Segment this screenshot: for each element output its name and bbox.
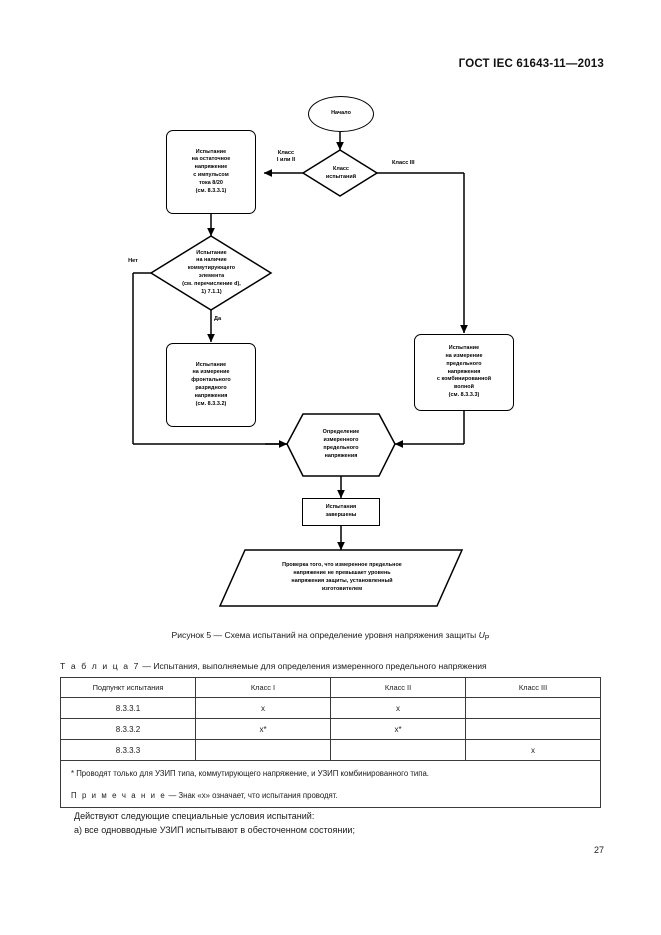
node-verification: Проверка того, что измеренное предельное… — [282, 562, 402, 592]
table-header-class-ii: Класс II — [330, 677, 466, 698]
figure-caption-text: Рисунок 5 — Схема испытаний на определен… — [171, 630, 479, 640]
flowchart-connectors — [132, 132, 468, 607]
edge-label-no: Нет — [128, 258, 138, 264]
cell-subclause: 8.3.3.3 — [60, 739, 196, 761]
edge-label-yes: Да — [214, 316, 222, 322]
body-line-1: Действуют следующие специальные условия … — [74, 811, 315, 821]
cell-class-iii — [465, 718, 601, 740]
cell-class-iii: x — [465, 739, 601, 761]
table-row: 8.3.3.2 x* x* — [60, 718, 601, 740]
table-header-class-i: Класс I — [195, 677, 331, 698]
figure-caption-symbol: U — [478, 630, 485, 640]
table-note-row: П р и м е ч а н и е — Знак «х» означает,… — [60, 784, 601, 808]
cell-class-i: x — [195, 697, 331, 719]
edge-label-class-i-ii: Класс I или II — [276, 150, 296, 164]
node-switching-element-test: Испытание на наличие коммутирующего элем… — [182, 249, 241, 295]
node-determination: Определение измеренного предельного напр… — [322, 429, 360, 459]
cell-class-ii: x* — [330, 718, 466, 740]
body-text: Действуют следующие специальные условия … — [74, 810, 594, 838]
standard-header: ГОСТ IEC 61643-11—2013 — [458, 58, 604, 70]
table-row: 8.3.3.1 x x — [60, 697, 601, 719]
table-note-text: — Знак «х» означает, что испытания прово… — [166, 790, 338, 800]
decision-class-shape — [301, 149, 379, 197]
table-footnote: * Проводят только для УЗИП типа, коммути… — [60, 760, 601, 784]
cell-class-ii — [330, 739, 466, 761]
flowchart-figure: Начало Класс испытаний Испытание на оста… — [0, 88, 661, 628]
body-line-2: а) все одновводные УЗИП испытывают в обе… — [74, 824, 355, 835]
node-residual-voltage-test: Испытание на остаточное напряжение с имп… — [166, 130, 256, 214]
cell-class-i — [195, 739, 331, 761]
determination-hexagon-shape — [286, 413, 396, 477]
figure-caption: Рисунок 5 — Схема испытаний на определен… — [0, 630, 661, 642]
node-start: Начало — [308, 96, 374, 132]
table-header-subclause: Подпункт испытания — [60, 677, 196, 698]
verification-parallelogram-shape — [218, 549, 464, 607]
node-front-discharge-test: Испытание на измерение фронтального разр… — [166, 343, 256, 427]
table-footnote-row: * Проводят только для УЗИП типа, коммути… — [60, 760, 601, 784]
node-combination-wave-test: Испытание на измерение предельного напря… — [414, 334, 514, 411]
cell-subclause: 8.3.3.2 — [60, 718, 196, 740]
cell-class-iii — [465, 697, 601, 719]
cell-class-i: x* — [195, 718, 331, 740]
table-caption-text: — Испытания, выполняемые для определения… — [139, 661, 487, 671]
cell-subclause: 8.3.3.1 — [60, 697, 196, 719]
table-header-class-iii: Класс III — [465, 677, 601, 698]
figure-caption-subscript: P — [484, 635, 490, 642]
edge-label-class-iii: Класс III — [392, 160, 415, 166]
node-decision-class: Класс испытаний — [325, 166, 357, 180]
table-caption-label: Т а б л и ц а 7 — [60, 661, 140, 671]
table-note: П р и м е ч а н и е — Знак «х» означает,… — [60, 784, 601, 808]
table-7: Подпункт испытания Класс I Класс II Клас… — [60, 677, 601, 808]
decision-switching-element-shape — [149, 235, 273, 311]
table-caption: Т а б л и ц а 7 — Испытания, выполняемые… — [60, 661, 487, 671]
cell-class-ii: x — [330, 697, 466, 719]
table-header-row: Подпункт испытания Класс I Класс II Клас… — [60, 677, 601, 698]
node-tests-complete: Испытания завершены — [302, 498, 380, 526]
table-note-label: П р и м е ч а н и е — [71, 790, 167, 800]
table-row: 8.3.3.3 x — [60, 739, 601, 761]
page-number: 27 — [593, 845, 604, 855]
